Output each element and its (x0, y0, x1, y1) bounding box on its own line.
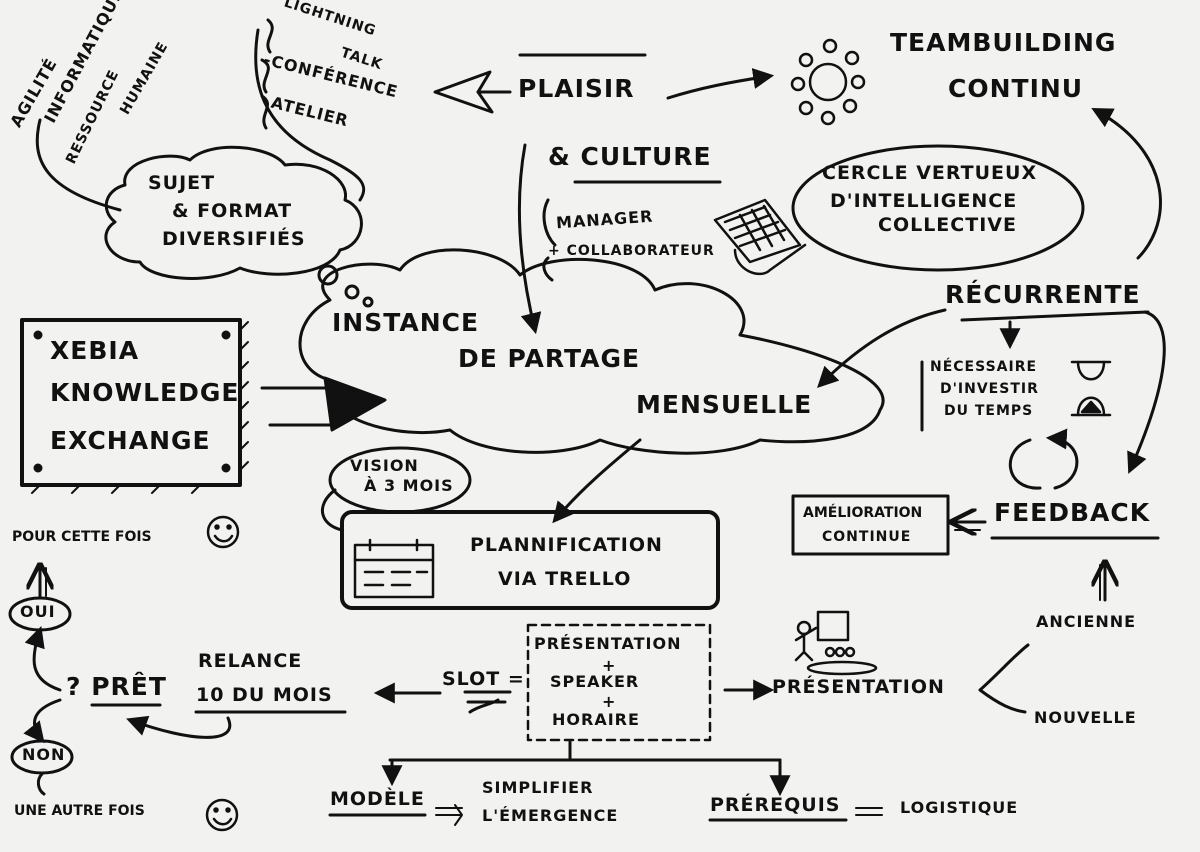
planification-line-1: Plannification (470, 534, 663, 556)
amelioration-box (791, 494, 950, 556)
necessaire-line-3: du temps (944, 403, 1034, 419)
nouvelle-label: Nouvelle (1034, 708, 1137, 727)
pour-cette-fois-label: Pour cette fois (12, 529, 152, 545)
pret-label: ? Prêt (66, 672, 167, 701)
vision-bubble (328, 446, 472, 514)
modele-label: Modèle (330, 788, 425, 810)
slot-box-line-2: Speaker (550, 672, 640, 691)
xke-frame (20, 318, 242, 487)
cycle-icon (1008, 438, 1079, 490)
collaborateur-label: + Collaborateur (548, 243, 715, 259)
slot-label: Slot = (442, 668, 525, 690)
feedback-label: Feedback (994, 498, 1151, 527)
team-icon (790, 38, 866, 126)
smiley-icon (206, 515, 240, 549)
hourglass-icon (1070, 360, 1112, 417)
oui-label: Oui (20, 602, 56, 621)
xke-line-1: Xebia (50, 336, 140, 365)
sujet-cloud (104, 145, 363, 280)
teambuilding-line-1: Teambuilding (890, 28, 1117, 57)
slot-box-line-3: Horaire (552, 710, 640, 729)
presentation-label: Présentation (772, 676, 945, 698)
instance-line-3: Mensuelle (636, 390, 813, 419)
big-triangle-arrow (323, 376, 387, 432)
cercle-line-3: collective (878, 214, 1017, 236)
simplifier-line-2: l'émergence (482, 806, 619, 825)
recurrente-label: Récurrente (945, 280, 1141, 309)
ancienne-label: Ancienne (1036, 612, 1137, 631)
vision-line-1: Vision (350, 456, 419, 475)
sujet-line-2: & Format (172, 200, 293, 222)
instance-cloud (298, 248, 885, 455)
culture-label: & Culture (548, 142, 712, 171)
prerequis-label: Prérequis (710, 794, 841, 816)
amelioration-line-2: continue (822, 529, 912, 545)
slot-box-plus-1: + (602, 656, 617, 675)
presenter-icon (794, 610, 878, 676)
slot-box-plus-2: + (602, 692, 617, 711)
cercle-oval (791, 144, 1085, 272)
une-autre-fois-label: Une autre fois (14, 803, 145, 819)
xke-line-3: Exchange (50, 426, 211, 455)
plaisir-label: Plaisir (518, 74, 635, 103)
logistique-label: Logistique (900, 798, 1019, 817)
slot-box (526, 623, 712, 742)
relance-line-1: Relance (198, 650, 303, 672)
instance-line-1: Instance (332, 308, 480, 337)
teambuilding-line-2: Continu (948, 74, 1084, 103)
xke-line-2: Knowledge (50, 378, 240, 407)
planification-line-2: via Trello (498, 568, 632, 590)
cercle-line-1: Cercle vertueux (822, 162, 1038, 184)
sujet-line-1: Sujet (148, 172, 216, 194)
calendar-icon (353, 538, 435, 599)
sujet-line-3: Diversifiés (162, 228, 306, 250)
necessaire-line-2: d'investir (940, 381, 1039, 397)
amelioration-line-1: Amélioration (803, 505, 923, 521)
laptop-icon (713, 198, 807, 276)
relance-line-2: 10 du mois (196, 684, 333, 706)
planification-box (340, 510, 720, 610)
vision-line-2: à 3 mois (364, 476, 454, 495)
instance-line-2: de Partage (458, 344, 641, 373)
cercle-line-2: d'intelligence (830, 190, 1018, 212)
necessaire-line-1: Nécessaire (930, 359, 1038, 375)
non-label: Non (22, 745, 66, 764)
smiley-icon-2 (205, 798, 239, 832)
slot-box-line-1: Présentation (534, 634, 682, 653)
simplifier-line-1: Simplifier (482, 778, 594, 797)
